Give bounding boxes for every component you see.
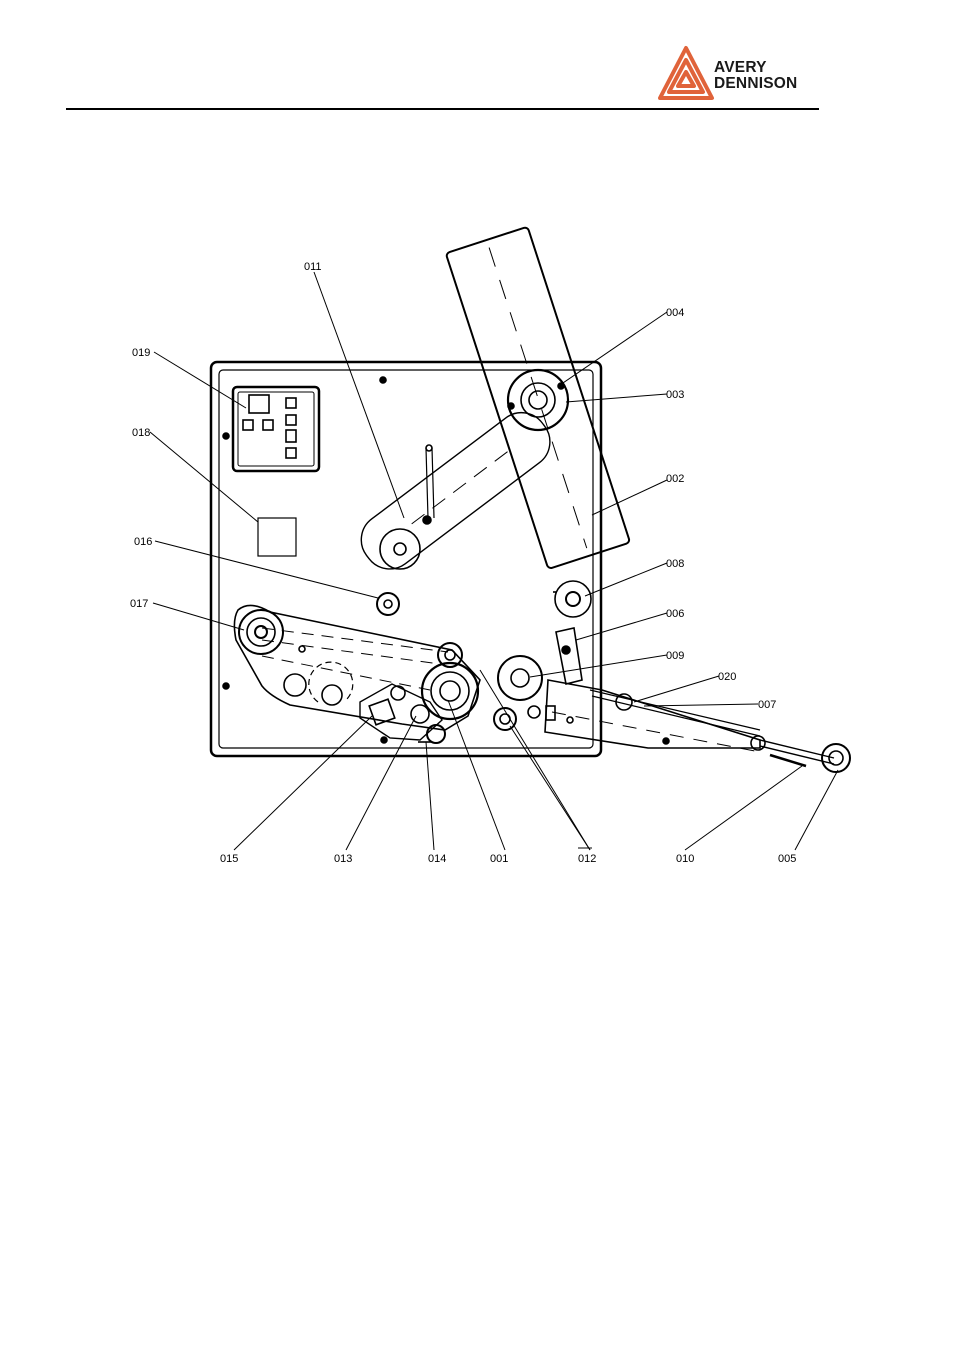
callout-018: 018 [132,427,150,439]
callout-012: 012 [578,853,596,865]
callout-006: 006 [666,608,684,620]
callout-007: 007 [758,699,776,711]
rewind-plate [234,605,480,730]
callout-005: 005 [778,853,796,865]
callout-001: 001 [490,853,508,865]
callout-019: 019 [132,347,150,359]
callout-003: 003 [666,389,684,401]
callout-labels: 001 002 003 004 005 006 007 008 009 010 … [130,261,796,865]
callout-014: 014 [428,853,446,865]
label-window [258,518,296,556]
callout-009: 009 [666,650,684,662]
pressure-arm [360,684,442,740]
callout-010: 010 [676,853,694,865]
callout-008: 008 [666,558,684,570]
callout-002: 002 [666,473,684,485]
control-panel [233,387,319,471]
callout-016: 016 [134,536,152,548]
callout-020: 020 [718,671,736,683]
callout-004: 004 [666,307,684,319]
callout-017: 017 [130,598,148,610]
callout-015: 015 [220,853,238,865]
callout-013: 013 [334,853,352,865]
peel-plate [545,680,760,748]
callout-011: 011 [304,261,322,273]
dispenser-arm [446,227,630,569]
base-plate [211,362,601,756]
